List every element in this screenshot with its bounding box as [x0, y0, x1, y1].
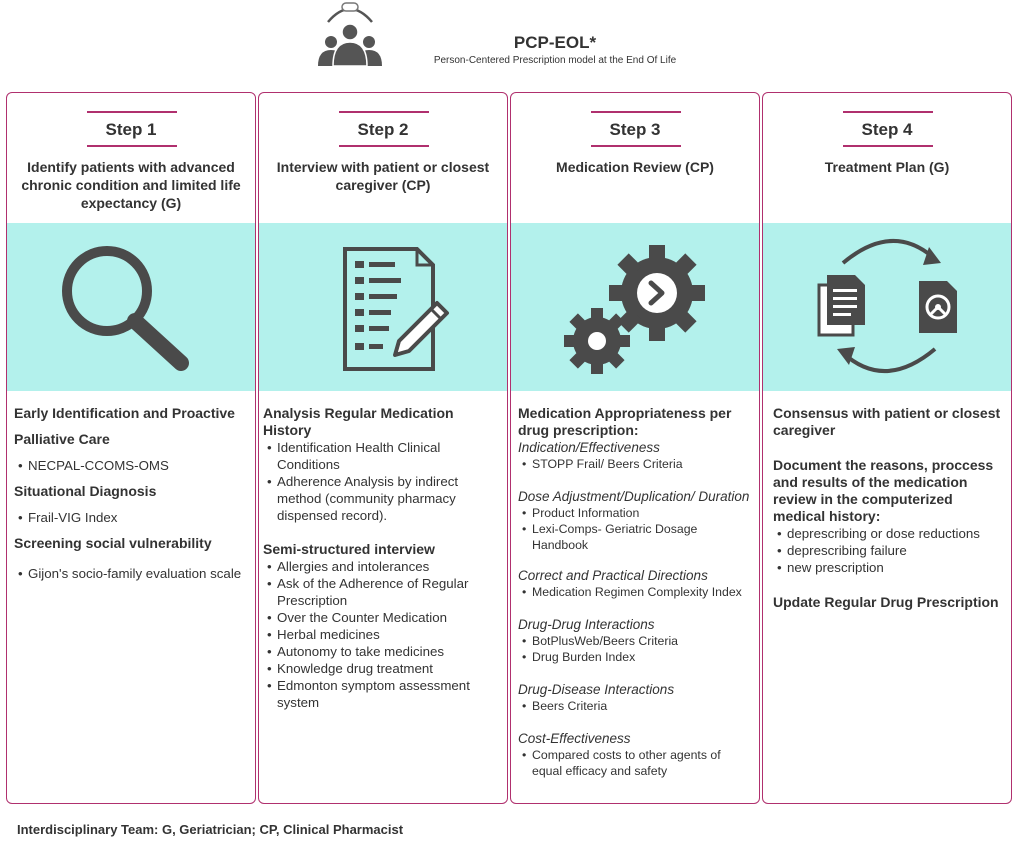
list-item: Ask of the Adherence of Regular Prescrip… [263, 575, 502, 609]
list-item: NECPAL-CCOMS-OMS [14, 457, 250, 474]
footer-note: Interdisciplinary Team: G, Geriatrician;… [17, 822, 404, 837]
divider [843, 111, 933, 113]
list-item: Allergies and intolerances [263, 558, 502, 575]
list-item: Compared costs to other agents of equal … [518, 747, 754, 779]
group-title: Drug-Drug Interactions [518, 617, 655, 632]
magnifier-icon [62, 246, 189, 371]
step-3-card: Step 3 Medication Review (CP) [510, 92, 760, 804]
divider [843, 145, 933, 147]
list-item: BotPlusWeb/Beers Criteria [518, 633, 754, 649]
step-body: Consensus with patient or closest caregi… [773, 405, 1006, 611]
step-label: Step 1 [105, 120, 157, 139]
section-title: Situational Diagnosis [14, 483, 157, 499]
list-item: Herbal medicines [263, 626, 502, 643]
list-item: Gijon's socio-family evaluation scale [14, 561, 250, 587]
step-body: Medication Appropriateness per drug pres… [518, 405, 754, 779]
step-heading: Interview with patient or closest caregi… [276, 159, 490, 193]
section-title: Consensus with patient or closest caregi… [773, 405, 1001, 438]
list-item: Frail-VIG Index [14, 509, 250, 526]
group-title: Correct and Practical Directions [518, 568, 708, 583]
clipboard-checklist-icon [343, 247, 449, 371]
step-label: Step 3 [609, 120, 661, 139]
step-label: Step 4 [861, 120, 913, 139]
section-title: Screening social vulnerability [14, 535, 212, 551]
step-label: Step 2 [357, 120, 409, 139]
list-item: Knowledge drug treatment [263, 660, 502, 677]
list-item: deprescribing or dose reductions [773, 525, 1006, 542]
group-title: Drug-Disease Interactions [518, 682, 675, 697]
section-title: Analysis Regular Medication History [263, 405, 454, 438]
divider [339, 111, 429, 113]
list-item: deprescribing failure [773, 542, 1006, 559]
step-1-card: Step 1 Identify patients with advanced c… [6, 92, 256, 804]
divider [87, 111, 177, 113]
list-item: Beers Criteria [518, 698, 754, 714]
document-cycle-icon [817, 238, 957, 374]
list-item: Over the Counter Medication [263, 609, 502, 626]
divider [339, 145, 429, 147]
step-4-card: Step 4 Treatment Plan (G) Consensus with… [762, 92, 1012, 804]
section-title: Update Regular Drug Prescription [773, 594, 999, 610]
divider [87, 145, 177, 147]
icon-band [511, 223, 759, 391]
list-item: Lexi-Comps- Geriatric Dosage Handbook [518, 521, 754, 553]
page-title: PCP-EOL* [513, 33, 597, 52]
list-item: STOPP Frail/ Beers Criteria [518, 456, 754, 472]
list-item: Drug Burden Index [518, 649, 754, 665]
section-title: Document the reasons, proccess and resul… [773, 457, 994, 524]
list-item: Identification Health Clinical Condition… [263, 439, 502, 473]
list-item: Product Information [518, 505, 754, 521]
step-body: Analysis Regular Medication History Iden… [263, 405, 502, 711]
list-item: Adherence Analysis by indirect method (c… [263, 473, 502, 524]
list-item: Edmonton symptom assessment system [263, 677, 502, 711]
step-2-card: Step 2 Interview with patient or closest… [258, 92, 508, 804]
page-subtitle: Person-Centered Prescription model at th… [433, 55, 677, 66]
list-item: Medication Regimen Complexity Index [518, 584, 754, 600]
section-title: Semi-structured interview [263, 541, 435, 557]
step-heading: Medication Review (CP) [556, 159, 714, 175]
divider [591, 145, 681, 147]
group-title: Dose Adjustment/Duplication/ Duration [518, 489, 750, 504]
icon-band [763, 223, 1011, 391]
step-heading: Identify patients with advanced chronic … [21, 159, 241, 211]
gears-icon [564, 245, 705, 374]
icon-band [7, 223, 255, 391]
section-title: Medication Appropriateness per drug pres… [518, 405, 732, 438]
divider [591, 111, 681, 113]
list-item: new prescription [773, 559, 1006, 576]
list-item: Autonomy to take medicines [263, 643, 502, 660]
group-title: Cost-Effectiveness [518, 731, 631, 746]
group-title: Indication/Effectiveness [518, 440, 660, 455]
team-logo-icon [314, 2, 386, 68]
section-title: Early Identification and Proactive [14, 405, 235, 421]
step-heading: Treatment Plan (G) [824, 159, 950, 175]
icon-band [259, 223, 507, 391]
step-body: Early Identification and Proactive Palli… [14, 405, 250, 587]
section-title: Palliative Care [14, 431, 110, 447]
